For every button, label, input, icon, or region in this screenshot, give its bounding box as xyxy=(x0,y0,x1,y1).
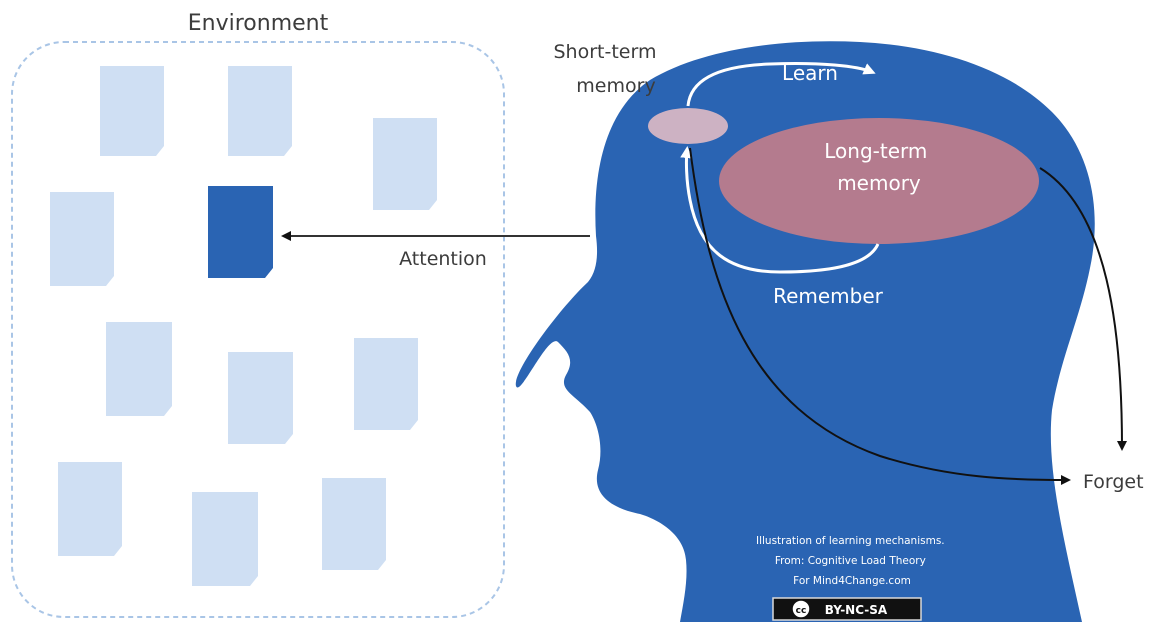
credits-line2: From: Cognitive Load Theory xyxy=(775,555,926,567)
learn-label: Learn xyxy=(782,61,838,85)
environment-panel: Environment xyxy=(11,11,505,618)
document-icon xyxy=(192,492,258,586)
document-icon xyxy=(100,66,164,156)
document-icon xyxy=(354,338,418,430)
long-term-memory-label: Long-term memory xyxy=(824,139,933,195)
remember-label: Remember xyxy=(773,284,884,308)
forget-arrow-long-term xyxy=(1039,167,1127,451)
attention-label: Attention xyxy=(399,248,487,270)
cc-icon-glyph: cc xyxy=(796,606,807,616)
document-icon xyxy=(228,66,292,156)
document-icon xyxy=(58,462,122,556)
license-badge: cc BY-NC-SA xyxy=(772,597,922,621)
document-icon xyxy=(373,118,437,210)
document-group xyxy=(50,66,437,586)
document-icon xyxy=(228,352,293,444)
long-term-memory-node xyxy=(719,118,1039,244)
document-icon xyxy=(322,478,386,570)
cc-icon xyxy=(791,599,811,619)
document-icon xyxy=(106,322,172,416)
short-term-label-line2: memory xyxy=(576,75,655,97)
forget-arrow-short-term xyxy=(689,147,1071,485)
document-icon xyxy=(50,192,114,286)
environment-label: Environment xyxy=(188,11,329,36)
remember-arrow xyxy=(680,146,880,274)
forget-label: Forget xyxy=(1083,471,1144,493)
document-highlighted-icon xyxy=(208,186,273,278)
license-label: BY-NC-SA xyxy=(825,603,888,617)
credits-line1: Illustration of learning mechanisms. xyxy=(756,535,945,547)
license-badge-frame xyxy=(772,597,922,621)
long-term-label-line2: memory xyxy=(837,171,921,195)
short-term-memory-label: Short-term memory xyxy=(553,41,662,97)
learn-arrow xyxy=(686,61,876,107)
credits-line3: For Mind4Change.com xyxy=(793,575,911,587)
long-term-label-line1: Long-term xyxy=(824,139,927,163)
credits-text: Illustration of learning mechanisms. Fro… xyxy=(756,535,948,587)
environment-border xyxy=(11,41,505,618)
short-term-label-line1: Short-term xyxy=(553,41,656,63)
short-term-memory-node xyxy=(648,108,728,144)
